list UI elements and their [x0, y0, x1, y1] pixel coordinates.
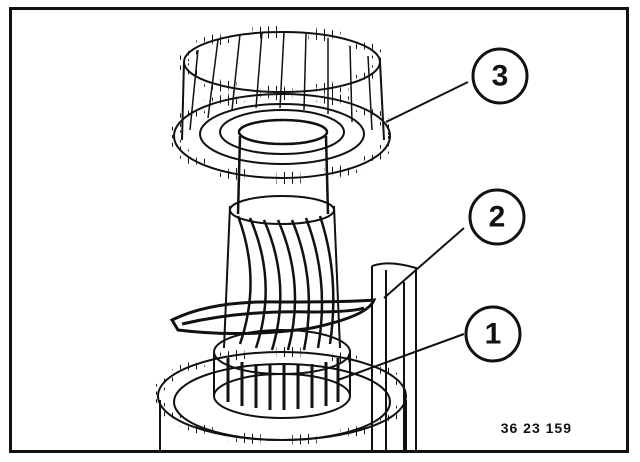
leader-line-3	[385, 81, 469, 123]
bearing-cage	[213, 329, 351, 419]
callout-circle-3	[471, 47, 529, 105]
callout-circle-2	[468, 188, 526, 246]
callout-2: 2	[468, 188, 526, 246]
figure-id: 36 23 159	[500, 420, 572, 436]
callout-3: 3	[471, 47, 529, 105]
diagram-frame: 3 2 1 36 23 159	[9, 7, 629, 453]
leader-line-2	[383, 227, 465, 299]
callout-label-1: 1	[485, 318, 502, 351]
callout-label-2: 2	[489, 201, 506, 234]
leader-lines	[337, 81, 469, 381]
leader-line-1	[337, 333, 465, 381]
lower-gear-ring	[153, 347, 411, 450]
callout-circle-1	[464, 305, 522, 363]
callout-label-3: 3	[492, 60, 509, 93]
gear-wheel-top	[168, 26, 396, 184]
gearbox-shaft-illustration: 3 2 1	[153, 26, 529, 450]
callout-1: 1	[464, 305, 522, 363]
circlip	[169, 298, 377, 336]
